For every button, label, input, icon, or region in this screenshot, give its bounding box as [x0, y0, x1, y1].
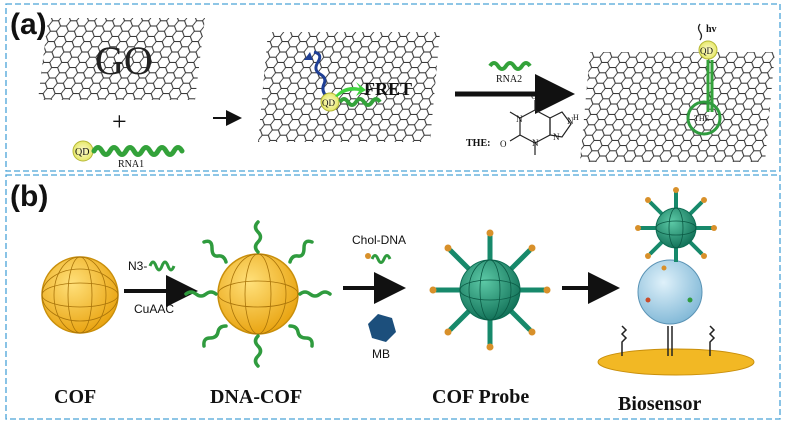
n3-dna-strand-icon [148, 260, 176, 272]
graphene-oxide-sheet-1 [38, 18, 205, 100]
atom-n9: N [553, 132, 560, 142]
fret-arrow-icon [335, 82, 366, 97]
blue-probe-arrowhead [304, 52, 313, 60]
graphene-oxide-sheet-2 [258, 32, 440, 142]
rna2-label: RNA2 [496, 74, 522, 85]
blue-probe-strand-icon [313, 50, 328, 97]
atom-o-top: O [531, 91, 538, 101]
caption-biosensor: Biosensor [618, 393, 701, 415]
cof-probe-icon [429, 229, 551, 351]
cof-sphere-icon [41, 256, 119, 334]
go-label: GO [95, 38, 153, 83]
electrode-surface [597, 348, 755, 376]
cuaac-label: CuAAC [134, 302, 174, 316]
panel-b-label: (b) [10, 180, 48, 213]
plus-sign: + [112, 107, 127, 136]
n3-label: N3- [128, 259, 147, 273]
mb-label: MB [372, 347, 390, 361]
quantum-dot-2-icon [320, 92, 340, 112]
biosensor-icon [597, 187, 755, 376]
rna1-bound-strand-icon [338, 97, 382, 107]
chol-dna-label: Chol-DNA [352, 233, 406, 247]
mb-molecule-icon [368, 314, 396, 342]
qd-label-1: QD [75, 147, 89, 158]
panel-b-frame [5, 174, 781, 420]
caption-cof-probe: COF Probe [432, 386, 529, 408]
caption-cof: COF [54, 386, 96, 408]
fret-label: FRET [364, 79, 412, 99]
the-small-label: THE [694, 114, 710, 123]
caption-dna-cof: DNA-COF [210, 386, 302, 408]
the-label: THE: [466, 138, 490, 149]
qd-label-2: QD [322, 98, 335, 108]
quantum-dot-3-icon [698, 40, 718, 60]
hv-label: hv [706, 24, 717, 35]
rna2-strand-icon [488, 61, 532, 71]
panel-a-label: (a) [10, 8, 47, 41]
rna1-strand-icon [91, 145, 185, 157]
dna-cof-icon [184, 220, 332, 368]
qd-label-3: QD [700, 46, 713, 56]
atom-o-left: O [500, 139, 507, 149]
hv-emission-icon [697, 23, 703, 41]
atom-h: H [573, 113, 579, 122]
theophylline-structure [509, 100, 572, 155]
chol-dna-strand-icon [370, 254, 392, 264]
rna1-label: RNA1 [118, 159, 144, 170]
atom-n3: N [532, 138, 539, 148]
aptamer-loop-icon [686, 100, 722, 136]
graphene-oxide-sheet-3 [580, 52, 775, 162]
chol-head-icon [365, 253, 371, 259]
panel-a-frame [5, 3, 781, 172]
atom-n7: N [567, 116, 574, 126]
atom-n1: N [516, 114, 523, 124]
